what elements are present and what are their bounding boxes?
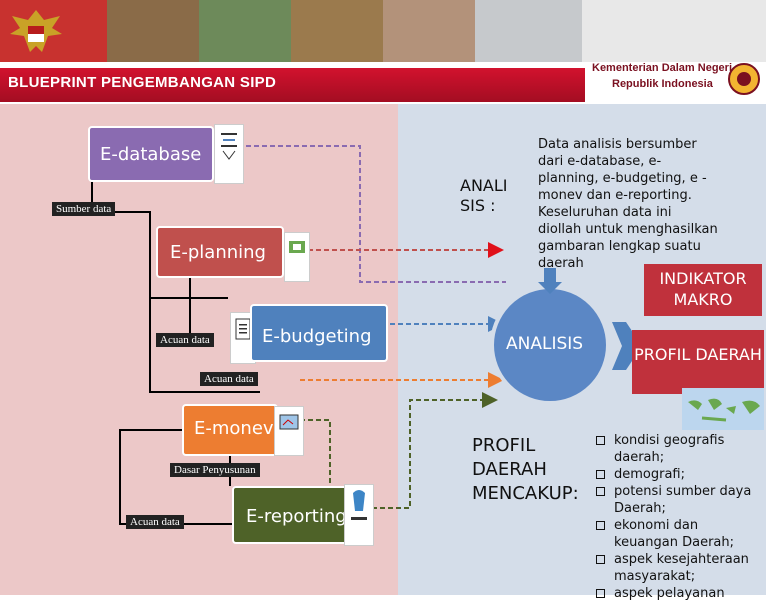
emonev-thumbnail-icon xyxy=(274,406,304,456)
list-item: aspek kesejahteraan masyarakat; xyxy=(594,551,766,585)
ereporting-label: E-reporting xyxy=(246,506,347,527)
profil-heading-line1: PROFIL xyxy=(472,435,536,456)
ereporting-document-icon xyxy=(351,490,367,520)
list-item: kondisi geografis daerah; xyxy=(594,432,766,466)
edatabase-thumbnail-icon xyxy=(214,124,244,184)
ebudgeting-label: E-budgeting xyxy=(262,326,372,347)
edatabase-box: E-database xyxy=(88,126,214,182)
acuan-data-label-1: Acuan data xyxy=(156,333,214,347)
sumber-data-label: Sumber data xyxy=(52,202,116,216)
indonesia-map-icon xyxy=(682,388,764,430)
analysis-circle-label: ANALISIS xyxy=(506,334,584,354)
title-bar xyxy=(0,68,585,102)
profil-heading-line3: MENCAKUP: xyxy=(472,483,579,504)
ereporting-thumbnail-icon xyxy=(344,484,374,546)
eplanning-thumbnail-icon xyxy=(284,232,310,282)
dasar-penyusunan-label: Dasar Penyusunan xyxy=(170,463,260,477)
analysis-description: Data analisis bersumber dari e-database,… xyxy=(538,137,718,271)
profil-heading-line2: DAERAH xyxy=(472,459,547,480)
ministry-name-line2: Republik Indonesia xyxy=(612,78,713,90)
acuan-data-label-3: Acuan data xyxy=(126,515,184,529)
edatabase-label: E-database xyxy=(100,144,202,165)
analisis-heading-line1: ANALI xyxy=(460,176,508,195)
emonev-label: E-monev xyxy=(194,418,274,439)
ereporting-box: E-reporting xyxy=(232,486,354,544)
ebudgeting-box: E-budgeting xyxy=(250,304,388,362)
emonev-monitor-icon xyxy=(279,414,299,430)
acuan-data-label-2: Acuan data xyxy=(200,372,258,386)
list-item: potensi sumber daya Daerah; xyxy=(594,483,766,517)
header-photo-strip xyxy=(0,0,766,62)
profil-mencakup-heading: PROFIL DAERAH MENCAKUP: xyxy=(472,434,579,506)
analisis-heading: ANALI SIS : xyxy=(460,176,508,216)
page-title: BLUEPRINT PENGEMBANGAN SIPD xyxy=(8,74,277,91)
ministry-name-line1: Kementerian Dalam Negeri xyxy=(592,62,732,74)
ministry-logo: Kementerian Dalam Negeri Republik Indone… xyxy=(588,58,764,104)
emonev-box: E-monev xyxy=(182,404,278,456)
eplanning-label: E-planning xyxy=(170,242,266,263)
list-item: demografi; xyxy=(594,466,766,483)
list-item: ekonomi dan keuangan Daerah; xyxy=(594,517,766,551)
profil-items-list: kondisi geografis daerah; demografi; pot… xyxy=(594,432,766,602)
list-item: aspek pelayanan xyxy=(594,585,766,602)
eplanning-box: E-planning xyxy=(156,226,284,278)
analisis-heading-line2: SIS : xyxy=(460,196,496,215)
indikator-makro-box: INDIKATOR MAKRO xyxy=(644,264,762,316)
eplanning-board-icon xyxy=(289,241,305,253)
profil-daerah-box: PROFIL DAERAH xyxy=(632,330,764,394)
edatabase-chart-icon xyxy=(221,133,237,160)
ministry-emblem-icon xyxy=(728,63,760,95)
garuda-emblem-icon xyxy=(10,10,62,52)
